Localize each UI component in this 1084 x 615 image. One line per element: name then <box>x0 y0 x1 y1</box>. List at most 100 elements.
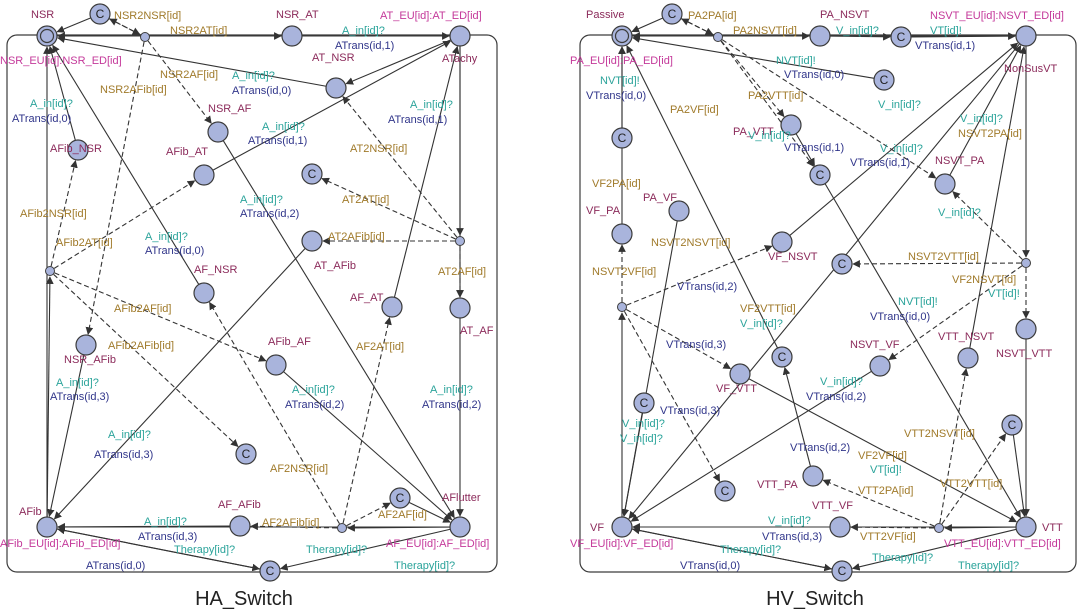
location-circle[interactable] <box>449 25 471 47</box>
location-vtt-nsvt[interactable] <box>957 347 979 369</box>
location-afib-af[interactable] <box>265 354 287 376</box>
location-vf-pa[interactable] <box>611 223 633 245</box>
location-nsvt-vf[interactable] <box>869 355 891 377</box>
location-circle[interactable] <box>301 230 323 252</box>
committed-location-circle[interactable] <box>831 253 853 275</box>
committed-location-circle[interactable] <box>809 164 831 186</box>
location-afib-nsr[interactable] <box>67 139 89 161</box>
location-circle[interactable] <box>809 25 831 47</box>
committed-location[interactable]: C <box>873 69 895 91</box>
location-circle[interactable] <box>381 296 403 318</box>
location-vf-vtt[interactable] <box>729 363 751 385</box>
committed-location-circle[interactable] <box>771 346 793 368</box>
committed-location[interactable]: C <box>831 560 853 582</box>
committed-location-circle[interactable] <box>611 127 633 149</box>
committed-location-circle[interactable] <box>1001 414 1023 436</box>
transition-edge <box>52 44 200 285</box>
transition-edge <box>939 368 969 524</box>
location-at-nsr[interactable] <box>325 77 347 99</box>
committed-location[interactable]: C <box>235 443 257 465</box>
location-nsr-afib[interactable] <box>75 334 97 356</box>
location-vf[interactable] <box>611 516 633 538</box>
location-afib-at[interactable] <box>193 164 215 186</box>
location-af-nsr[interactable] <box>193 282 215 304</box>
edge-label-sync: Therapy[id]? <box>394 560 455 572</box>
committed-location[interactable]: C <box>809 164 831 186</box>
template-frame <box>6 34 498 573</box>
location-nsvt-vtt[interactable] <box>1015 318 1037 340</box>
location-circle[interactable] <box>611 223 633 245</box>
location-circle[interactable] <box>325 77 347 99</box>
location-circle[interactable] <box>193 282 215 304</box>
location-nsr[interactable] <box>36 25 58 47</box>
location-afib[interactable] <box>36 516 58 538</box>
committed-location-circle[interactable] <box>661 3 683 25</box>
committed-location[interactable]: C <box>1001 414 1023 436</box>
location-vtt[interactable] <box>1015 516 1037 538</box>
location-circle[interactable] <box>771 231 793 253</box>
location-pa-nsvt[interactable] <box>809 25 831 47</box>
location-circle[interactable] <box>229 515 251 537</box>
committed-location-circle[interactable] <box>633 392 655 414</box>
location-vtt-vf[interactable] <box>829 516 851 538</box>
location-at-afib[interactable] <box>301 230 323 252</box>
location-at-af[interactable] <box>449 297 471 319</box>
location-circle[interactable] <box>1015 516 1037 538</box>
location-circle[interactable] <box>668 200 690 222</box>
committed-location-circle[interactable] <box>235 443 257 465</box>
committed-location[interactable]: C <box>890 26 912 48</box>
committed-location-circle[interactable] <box>259 560 281 582</box>
location-atachy[interactable] <box>449 25 471 47</box>
transition-edge <box>50 159 78 267</box>
location-circle[interactable] <box>729 363 751 385</box>
location-circle[interactable] <box>281 25 303 47</box>
location-circle[interactable] <box>934 173 956 195</box>
location-circle[interactable] <box>869 355 891 377</box>
committed-location-circle[interactable] <box>714 480 736 502</box>
location-nsr-at[interactable] <box>281 25 303 47</box>
committed-location-circle[interactable] <box>389 487 411 509</box>
location-circle[interactable] <box>611 516 633 538</box>
location-circle[interactable] <box>207 121 229 143</box>
committed-location[interactable]: C <box>714 480 736 502</box>
location-circle[interactable] <box>75 334 97 356</box>
committed-location[interactable]: C <box>633 392 655 414</box>
location-circle[interactable] <box>265 354 287 376</box>
location-vtt-pa[interactable] <box>802 465 824 487</box>
committed-location-circle[interactable] <box>873 69 895 91</box>
location-circle[interactable] <box>829 516 851 538</box>
location-vf-nsvt[interactable] <box>771 231 793 253</box>
edge-label-update: ATrans(id,3) <box>50 391 109 403</box>
committed-location[interactable]: C <box>89 3 111 25</box>
location-nsvt-pa[interactable] <box>934 173 956 195</box>
committed-location[interactable]: C <box>301 163 323 185</box>
location-aflutter[interactable] <box>449 516 471 538</box>
committed-location[interactable]: C <box>831 253 853 275</box>
location-circle[interactable] <box>802 465 824 487</box>
committed-location-circle[interactable] <box>890 26 912 48</box>
location-circle[interactable] <box>36 516 58 538</box>
location-circle[interactable] <box>449 516 471 538</box>
committed-location[interactable]: C <box>611 127 633 149</box>
location-circle[interactable] <box>780 114 802 136</box>
location-circle[interactable] <box>67 139 89 161</box>
committed-location-circle[interactable] <box>89 3 111 25</box>
location-af-at[interactable] <box>381 296 403 318</box>
committed-location[interactable]: C <box>389 487 411 509</box>
location-circle[interactable] <box>1015 25 1037 47</box>
location-circle[interactable] <box>1015 318 1037 340</box>
committed-location[interactable]: C <box>661 3 683 25</box>
location-nsr-af[interactable] <box>207 121 229 143</box>
location-pa-vtt[interactable] <box>780 114 802 136</box>
location-pa-vf[interactable] <box>668 200 690 222</box>
committed-location[interactable]: C <box>771 346 793 368</box>
location-af-afib[interactable] <box>229 515 251 537</box>
location-circle[interactable] <box>193 164 215 186</box>
location-nonsusvt[interactable] <box>1015 25 1037 47</box>
location-circle[interactable] <box>957 347 979 369</box>
committed-location[interactable]: C <box>259 560 281 582</box>
committed-location-circle[interactable] <box>301 163 323 185</box>
committed-location-circle[interactable] <box>831 560 853 582</box>
location-circle[interactable] <box>449 297 471 319</box>
location-passive[interactable] <box>611 25 633 47</box>
